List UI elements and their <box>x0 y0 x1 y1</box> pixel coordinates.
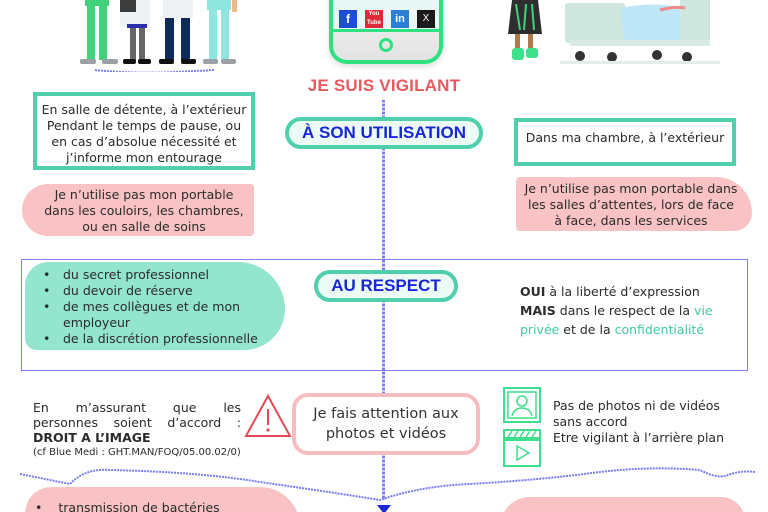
usage-allowed-patient-box: Dans ma chambre, à l’extérieur <box>514 118 736 166</box>
x-icon: X <box>417 10 435 28</box>
no-photos-without-consent-text: Pas de photos ni de vidéos sans accord E… <box>553 398 738 446</box>
patient-bed-illustration <box>508 0 720 64</box>
usage-allowed-staff-box: En salle de détente, à l’extérieur Penda… <box>33 92 255 170</box>
phone-home-button-icon <box>379 38 393 52</box>
section-label-usage: À SON UTILISATION <box>285 117 483 149</box>
freedom-of-expression-text: OUI à la liberté d’expression MAIS dans … <box>520 282 713 339</box>
video-clapper-icon <box>503 429 541 467</box>
usage-forbidden-patient-blob: Je n’utilise pas mon portable dans les s… <box>516 177 752 231</box>
highlight-confidentialite: confidentialité <box>614 322 705 337</box>
highlight-privee: privée <box>520 322 560 337</box>
usage-allowed-staff-text: En salle de détente, à l’extérieur Penda… <box>41 102 247 165</box>
text-span: et de la <box>559 322 615 337</box>
photo-portrait-icon <box>503 387 541 423</box>
photos-videos-label-text: Je fais attention aux photos et vidéos <box>313 406 459 442</box>
bottom-left-pink-blob <box>25 487 300 512</box>
youtube-icon: You Tube <box>365 10 383 28</box>
bullet: • <box>35 500 43 512</box>
smartphone-illustration: f You Tube in X <box>329 0 443 64</box>
text-span: dans le respect de la <box>555 303 695 318</box>
usage-forbidden-staff-blob: Je n’utilise pas mon portable dans les c… <box>22 184 254 236</box>
warning-icon <box>244 393 292 437</box>
respect-list: du secret professionnel du devoir de rés… <box>35 267 285 347</box>
list-item: de mes collègues et de mon employeur <box>35 299 285 331</box>
list-item: du devoir de réserve <box>35 283 285 299</box>
list-item: du secret professionnel <box>35 267 285 283</box>
text-span: En m’assurant que les personnes soient d… <box>33 400 241 430</box>
usage-forbidden-patient-text: Je n’utilise pas mon portable dans les s… <box>524 181 738 228</box>
reference-text: (cf Blue Medi : GHT.MAN/FOQ/05.00.02/0) <box>33 447 241 458</box>
bottom-right-pink-blob <box>500 497 745 512</box>
respect-section-frame <box>21 259 748 371</box>
medical-staff-illustration <box>80 0 237 72</box>
text-span: à la liberté d’expression <box>545 284 700 299</box>
bottom-list-item: • transmission de bactéries <box>35 500 220 512</box>
phone-screen: f You Tube in X <box>333 0 439 32</box>
image-rights-bold: DROIT A L’IMAGE <box>33 430 151 445</box>
mais-label: MAIS <box>520 303 556 318</box>
oui-label: OUI <box>520 284 546 299</box>
facebook-icon: f <box>339 10 357 28</box>
text-line: Etre vigilant à l’arrière plan <box>553 430 725 445</box>
text-span: transmission de bactéries <box>58 500 220 512</box>
linkedin-icon: in <box>391 10 409 28</box>
page-title: JE SUIS VIGILANT <box>307 76 461 95</box>
list-item: de la discrétion professionnelle <box>35 331 285 347</box>
section-label-usage-text: À SON UTILISATION <box>301 123 466 142</box>
image-rights-text: En m’assurant que les personnes soient d… <box>33 400 241 460</box>
section-label-respect: AU RESPECT <box>314 270 458 302</box>
wave-divider <box>19 467 756 502</box>
text-line: Pas de photos ni de vidéos sans accord <box>553 398 720 429</box>
respect-list-blob: du secret professionnel du devoir de rés… <box>25 262 285 350</box>
arrow-down-icon <box>377 505 391 512</box>
photos-videos-label: Je fais attention aux photos et vidéos <box>292 393 480 455</box>
section-label-respect-text: AU RESPECT <box>331 276 441 295</box>
usage-forbidden-staff-text: Je n’utilise pas mon portable dans les c… <box>44 187 244 234</box>
highlight-vie: vie <box>694 303 713 318</box>
usage-allowed-patient-text: Dans ma chambre, à l’extérieur <box>525 130 725 145</box>
